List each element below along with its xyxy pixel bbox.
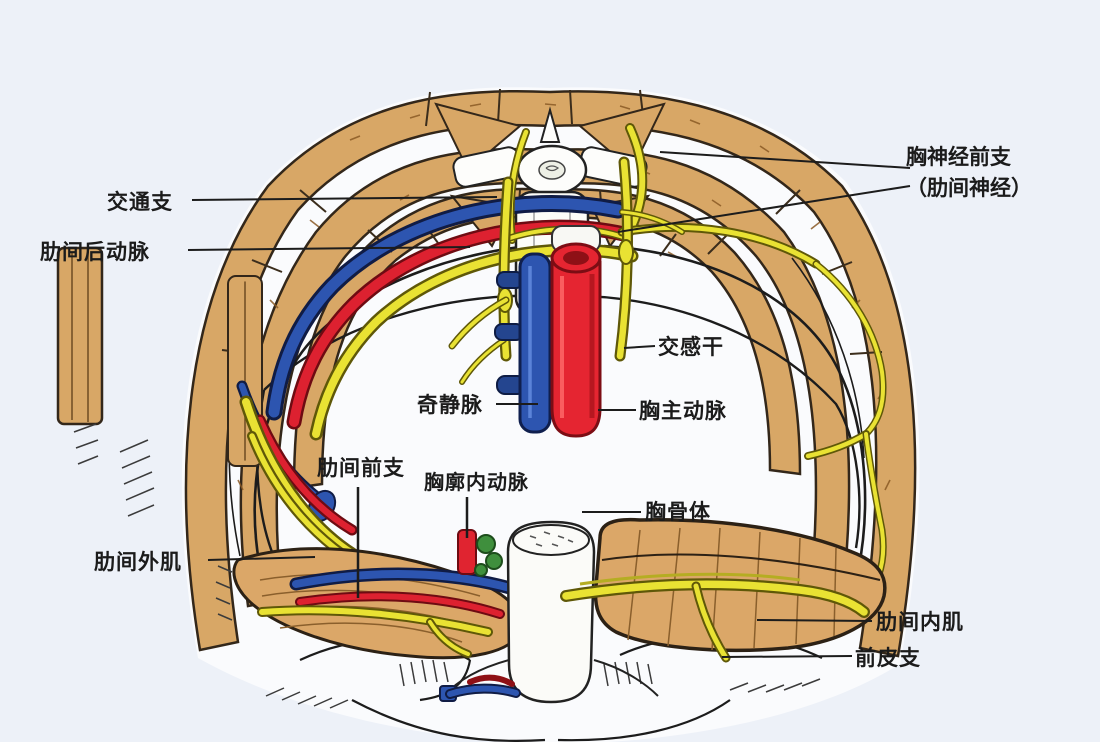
leader-lines [187,151,911,658]
rib-head-wedge [577,102,666,172]
label-azygos-vein: 奇静脉 [417,392,483,417]
anterior-intercostal-branch-shape [297,593,503,617]
label-line: 胸神经前支 [906,144,1011,169]
anterior-intercostal-vein-shape [292,569,534,598]
rib-head-wedge [434,102,523,172]
sternum-body-shape [506,520,596,704]
label-communicating-branch: 交通支 [107,189,173,214]
label-external-intercostal-muscle: 肋间外肌 [94,549,182,574]
muscle-block-right [560,517,887,663]
label-sternum-body: 胸骨体 [645,499,711,524]
sympathetic-trunk-right [614,156,685,362]
label-sympathetic-trunk: 交感干 [658,334,724,359]
lymph-node [476,534,496,554]
label-anterior-cutaneous-branch: 前皮支 [855,645,921,670]
label-line: （肋间神经） [906,175,1032,200]
rib-strip-lines [71,250,89,422]
spinous-process [539,106,561,143]
sternum-group [443,520,659,704]
label-thoracic-nerve-anterior-branch: 胸神经前支 （肋间神经） [906,141,1032,203]
internal-thoracic-artery-group [457,529,503,577]
label-anterior-intercostal-branch: 肋间前支 [317,455,405,480]
nerves [448,123,887,604]
label-posterior-intercostal-artery: 肋间后动脉 [40,239,150,264]
posterior-intercostal-vein-shape [268,197,624,418]
azygos-vein-shape [518,252,552,434]
label-internal-intercostal-muscle: 肋间内肌 [876,609,964,634]
hatch-marks [73,423,821,709]
label-thoracic-aorta: 胸主动脉 [639,398,727,423]
great-vessels [494,225,602,438]
xiphoid-vessels [439,674,521,702]
label-internal-thoracic-artery: 胸廓内动脉 [424,470,529,494]
lymph-node [474,563,488,577]
lymph-node [485,552,503,570]
